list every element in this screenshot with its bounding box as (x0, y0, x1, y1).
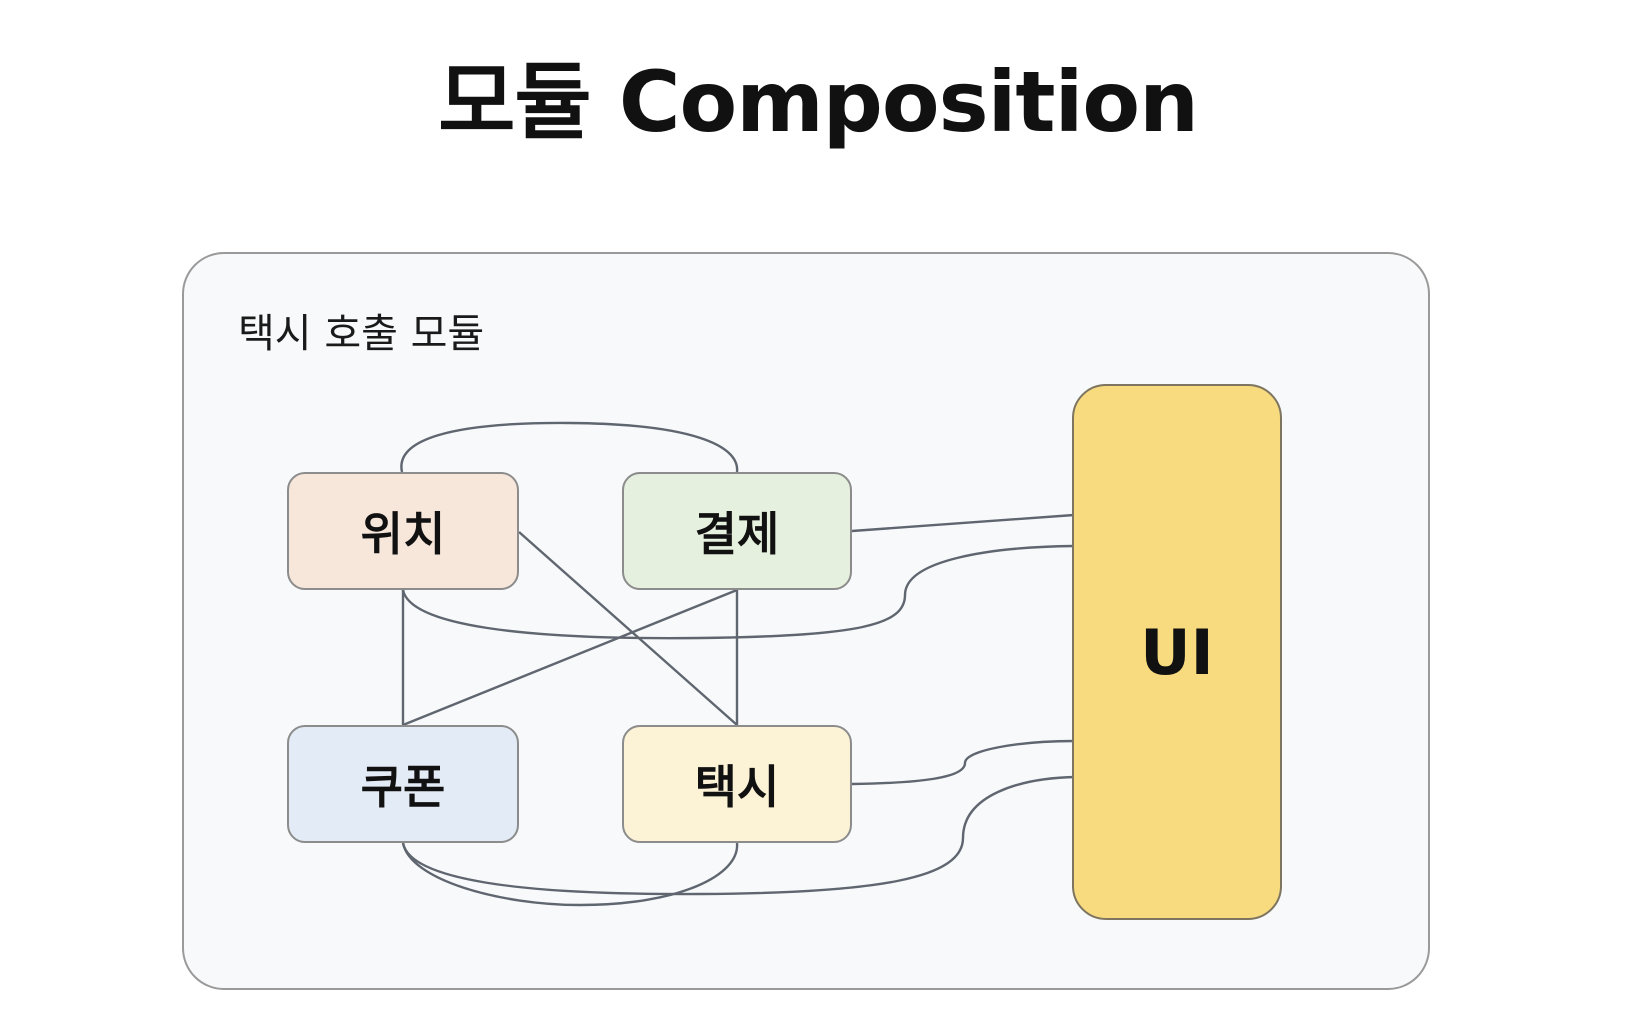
edge-payment-coupon (402, 588, 738, 727)
edge-location-taxi (518, 531, 738, 726)
ui-module: UI (1072, 384, 1282, 920)
container-label: 택시 호출 모듈 (238, 311, 485, 357)
edge-coupon-taxi (401, 842, 739, 907)
payment-module: 결제 (622, 472, 852, 590)
coupon-module: 쿠폰 (287, 725, 519, 843)
edge-payment-ui (851, 513, 1075, 533)
edge-taxi-ui (851, 739, 1075, 786)
edge-location-ui (401, 544, 1075, 640)
location-module: 위치 (287, 472, 519, 590)
taxi-module: 택시 (622, 725, 852, 843)
edge-coupon-ui (401, 775, 1077, 896)
edge-location-payment (400, 421, 739, 473)
page-title: 모듈 Composition (438, 53, 1199, 151)
